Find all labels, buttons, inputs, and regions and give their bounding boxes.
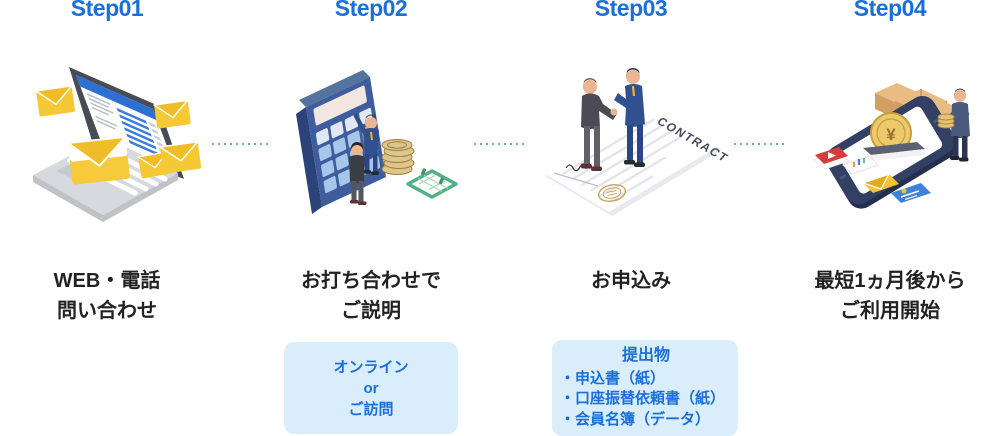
handshake [610,108,618,116]
step2-label: お打ち合わせで ご説明 [301,270,441,322]
step2-illustration-circle [272,45,470,243]
smartphone-payment-illustration: ¥ [811,83,970,209]
step1-illustration-circle [8,45,206,243]
step1-title: Step01 [70,0,144,21]
step3-illustration-circle: CONTRACT [532,45,730,243]
step-column-2: Step02 [246,0,496,436]
envelope-icon [862,173,899,193]
businessman-charcoal-back [349,142,367,205]
stamp-icon [597,183,627,203]
businessman-gray [581,78,617,171]
chart-card-icon [842,155,879,175]
connector-dotted-line-3 [734,143,788,145]
step2-note-box: オンライン or ご訪問 [284,342,458,434]
step3-title: Step03 [594,0,668,21]
envelope-icon [35,85,76,117]
step3-note-box: 提出物 ・申込書（紙） ・口座振替依頼書（紙） ・会員名簿（データ） [552,340,738,436]
step4-title: Step04 [853,0,927,21]
step1-label: WEB・電話 問い合わせ [53,270,161,322]
connector-dotted-line-1 [212,143,268,145]
businessman-navy [353,113,379,175]
envelope-icon [159,140,202,174]
contract-handshake-illustration: CONTRACT [542,68,730,216]
laptop-email-illustration [33,67,202,222]
businessman-holding-coins [937,88,970,162]
step3-label: お申込み [591,270,671,292]
step2-title: Step02 [334,0,408,21]
step-column-4: Step04 [765,0,1000,436]
step4-label: 最短1ヵ月後から ご利用開始 [814,270,966,322]
step-column-3: Step03 CONTRACT [506,0,756,436]
step4-illustration-circle: ¥ [791,45,989,243]
credit-card-icon [891,183,931,203]
yen-symbol: ¥ [886,125,896,144]
coin-stack-icon [381,139,415,175]
calendar-icon [406,168,458,199]
calculator-meeting-illustration [296,70,458,214]
red-media-card-icon [811,147,851,170]
envelope-icon [67,135,130,185]
step3-note-item: ・会員名簿（データ） [560,410,711,428]
step3-note-item: ・申込書（紙） [560,369,666,387]
step-column-1: Step01 [0,0,232,436]
step3-note-item: ・口座振替依頼書（紙） [560,390,726,407]
envelope-icon [153,99,191,129]
yen-coin-icon: ¥ [863,112,925,161]
businessman-navy [610,68,645,167]
connector-dotted-line-2 [474,143,528,145]
step3-note-title: 提出物 [621,347,670,364]
